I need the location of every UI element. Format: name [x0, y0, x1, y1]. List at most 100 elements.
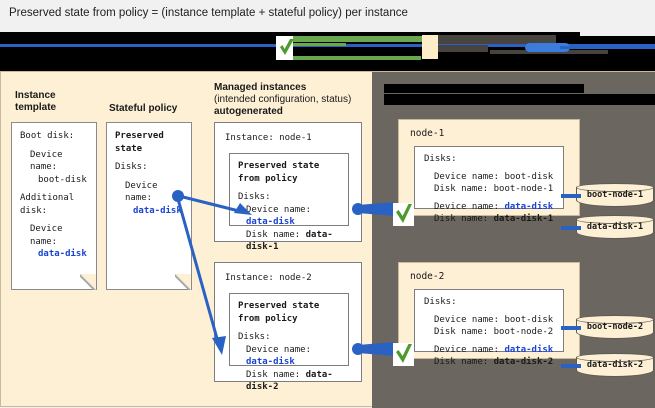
node-2-data-disk-value: data-disk-2 [493, 357, 554, 367]
band-blue-rule-2 [560, 46, 655, 49]
band-blue-pill [525, 43, 570, 52]
disk-cylinder-data-disk-2: data-disk-2 [576, 353, 654, 379]
band-gray-bar-1 [438, 35, 556, 44]
band-gray-bar-2 [438, 45, 488, 52]
cylinder-top [576, 353, 654, 362]
it-line2: Device name: [30, 149, 63, 173]
stateful-policy-card: Preserved state Disks: Device name: data… [106, 122, 192, 290]
managed-nodes-panel: node-1 Disks: Device name: boot-disk Dis… [372, 72, 655, 408]
sp-line3: Disks: [115, 162, 148, 172]
node-2-data-device-value: data-disk [504, 344, 554, 355]
mi-2-preserved-l2: from policy [238, 313, 298, 324]
it-line7: data-disk [38, 249, 87, 259]
node-card-2: node-2 Disks: Device name: boot-disk Dis… [398, 262, 580, 367]
sp-line5: data-disk [133, 205, 182, 216]
mi-1-device-label: Device name: [246, 204, 312, 215]
mi-1-preserved-l1: Preserved state [238, 161, 320, 171]
mi-2-disk-row: Disk name: data-disk-2 [238, 369, 340, 394]
band-green-bar-2 [293, 56, 421, 60]
node-2-data-device-row: Device name: data-disk [424, 344, 554, 357]
node-2-disks-label: Disks: [424, 297, 457, 307]
managed-instances-header-l3: autogenerated [214, 106, 283, 117]
mi-2-disk-label: Disk name: [246, 369, 301, 380]
page-title: Preserved state from policy = (instance … [9, 7, 408, 19]
band-white-notch [580, 32, 655, 36]
node-2-data-disk-row: Disk name: data-disk-2 [424, 356, 554, 369]
cylinder-top [576, 315, 654, 324]
node-1-data-device-row: Device name: data-disk [424, 201, 554, 214]
band-gray-bar-3 [490, 50, 608, 54]
node-card-1: node-1 Disks: Device name: boot-disk Dis… [398, 119, 580, 224]
cylinder-top [576, 183, 654, 192]
instance-template-header-l2: template [15, 102, 57, 113]
disk-label: data-disk-2 [586, 360, 644, 370]
node-1-disks-box: Disks: Device name: boot-disk Disk name:… [414, 146, 564, 224]
node-1-data-disk-value: data-disk-1 [493, 214, 554, 224]
sp-line2: state [115, 143, 143, 154]
band-green-bar [292, 36, 424, 42]
disk-cylinder-boot-node-1: boot-node-1 [576, 183, 654, 209]
node-2-disks-box: Disks: Device name: boot-disk Disk name:… [414, 289, 564, 367]
node-1-boot-disk: Disk name: boot-node-1 [434, 184, 554, 194]
node-2-data-disk-label: Disk name: [434, 357, 489, 367]
it-line6: Device name: [30, 224, 63, 247]
node-1-data-disk-label: Disk name: [434, 214, 489, 224]
check-icon [280, 39, 294, 55]
redaction-bar-2 [384, 94, 655, 105]
mi-1-device-row: Device name: data-disk [238, 204, 340, 229]
sp-line4: Device name: [125, 180, 158, 204]
page-fold-corner [80, 274, 97, 290]
node-2-data-device-label: Device name: [434, 344, 500, 355]
node-1-disks-label: Disks: [424, 154, 457, 164]
mi-1-preserved-l2: from policy [238, 173, 298, 184]
mi-1-disks-label: Disks: [238, 192, 271, 202]
band-green-line [292, 43, 346, 46]
node-1-data-disk-row: Disk name: data-disk-1 [424, 213, 554, 226]
disk-cylinder-data-disk-1: data-disk-1 [576, 215, 654, 241]
mi-2-disk-value: data-disk-2 [246, 369, 333, 393]
mi-2-device-label: Device name: [246, 344, 312, 355]
mi-1-disk-label: Disk name: [246, 229, 301, 240]
mi-1-disk-value: data-disk-1 [246, 229, 333, 253]
mi-2-header: Instance: node-2 [225, 273, 312, 283]
connector-data-disk-1 [561, 226, 581, 230]
caption-bar: Preserved state from policy = (instance … [0, 0, 655, 32]
it-line3: boot-disk [38, 174, 87, 185]
connector-data-disk-2 [561, 364, 581, 368]
it-line5: disk: [20, 205, 48, 216]
cylinder-top [576, 215, 654, 224]
sp-line1: Preserved [115, 131, 164, 141]
managed-instances-header-l2: (intended configuration, status) [214, 94, 352, 105]
node-1-data-device-value: data-disk [504, 201, 554, 212]
disk-label: boot-node-2 [586, 322, 644, 332]
instance-template-header-l1: Instance [15, 90, 56, 101]
node-2-boot-device: Device name: boot-disk [434, 314, 554, 325]
obscured-toolbar-band [0, 32, 655, 71]
managed-instances-header-l1: Managed instances [214, 82, 307, 93]
node-1-title: node-1 [410, 128, 445, 139]
instance-template-card: Boot disk: Device name: boot-disk Additi… [11, 122, 97, 290]
stateful-policy-header: Stateful policy [109, 103, 177, 115]
mi-2-preserved-l1: Preserved state [238, 301, 320, 311]
diagram-canvas: node-1 Disks: Device name: boot-disk Dis… [0, 71, 655, 408]
disk-label: boot-node-1 [586, 190, 644, 200]
mi-1-disk-row: Disk name: data-disk-1 [238, 229, 340, 254]
mi-2-disks-label: Disks: [238, 332, 271, 342]
connector-boot-node-1 [561, 194, 581, 198]
node-1-data-device-label: Device name: [434, 201, 500, 212]
mi-1-header: Instance: node-1 [225, 133, 312, 143]
node-2-boot-disk: Disk name: boot-node-2 [434, 327, 554, 337]
mi-2-device-row: Device name: data-disk [238, 344, 340, 369]
managed-instance-card-2: Instance: node-2 Preserved state from po… [214, 262, 362, 392]
redaction-bar-1 [384, 84, 584, 93]
managed-instances-header: Managed instances (intended configuratio… [214, 82, 351, 118]
it-line4: Additional [20, 193, 75, 203]
node-1-boot-device: Device name: boot-disk [434, 171, 554, 182]
page-fold-corner [175, 274, 192, 290]
mi-1-device-value: data-disk [246, 217, 295, 227]
mi-1-preserved-box: Preserved state from policy Disks: Devic… [229, 153, 349, 252]
node-2-title: node-2 [410, 271, 445, 282]
disk-label: data-disk-1 [586, 222, 644, 232]
mi-2-device-value: data-disk [246, 357, 295, 367]
